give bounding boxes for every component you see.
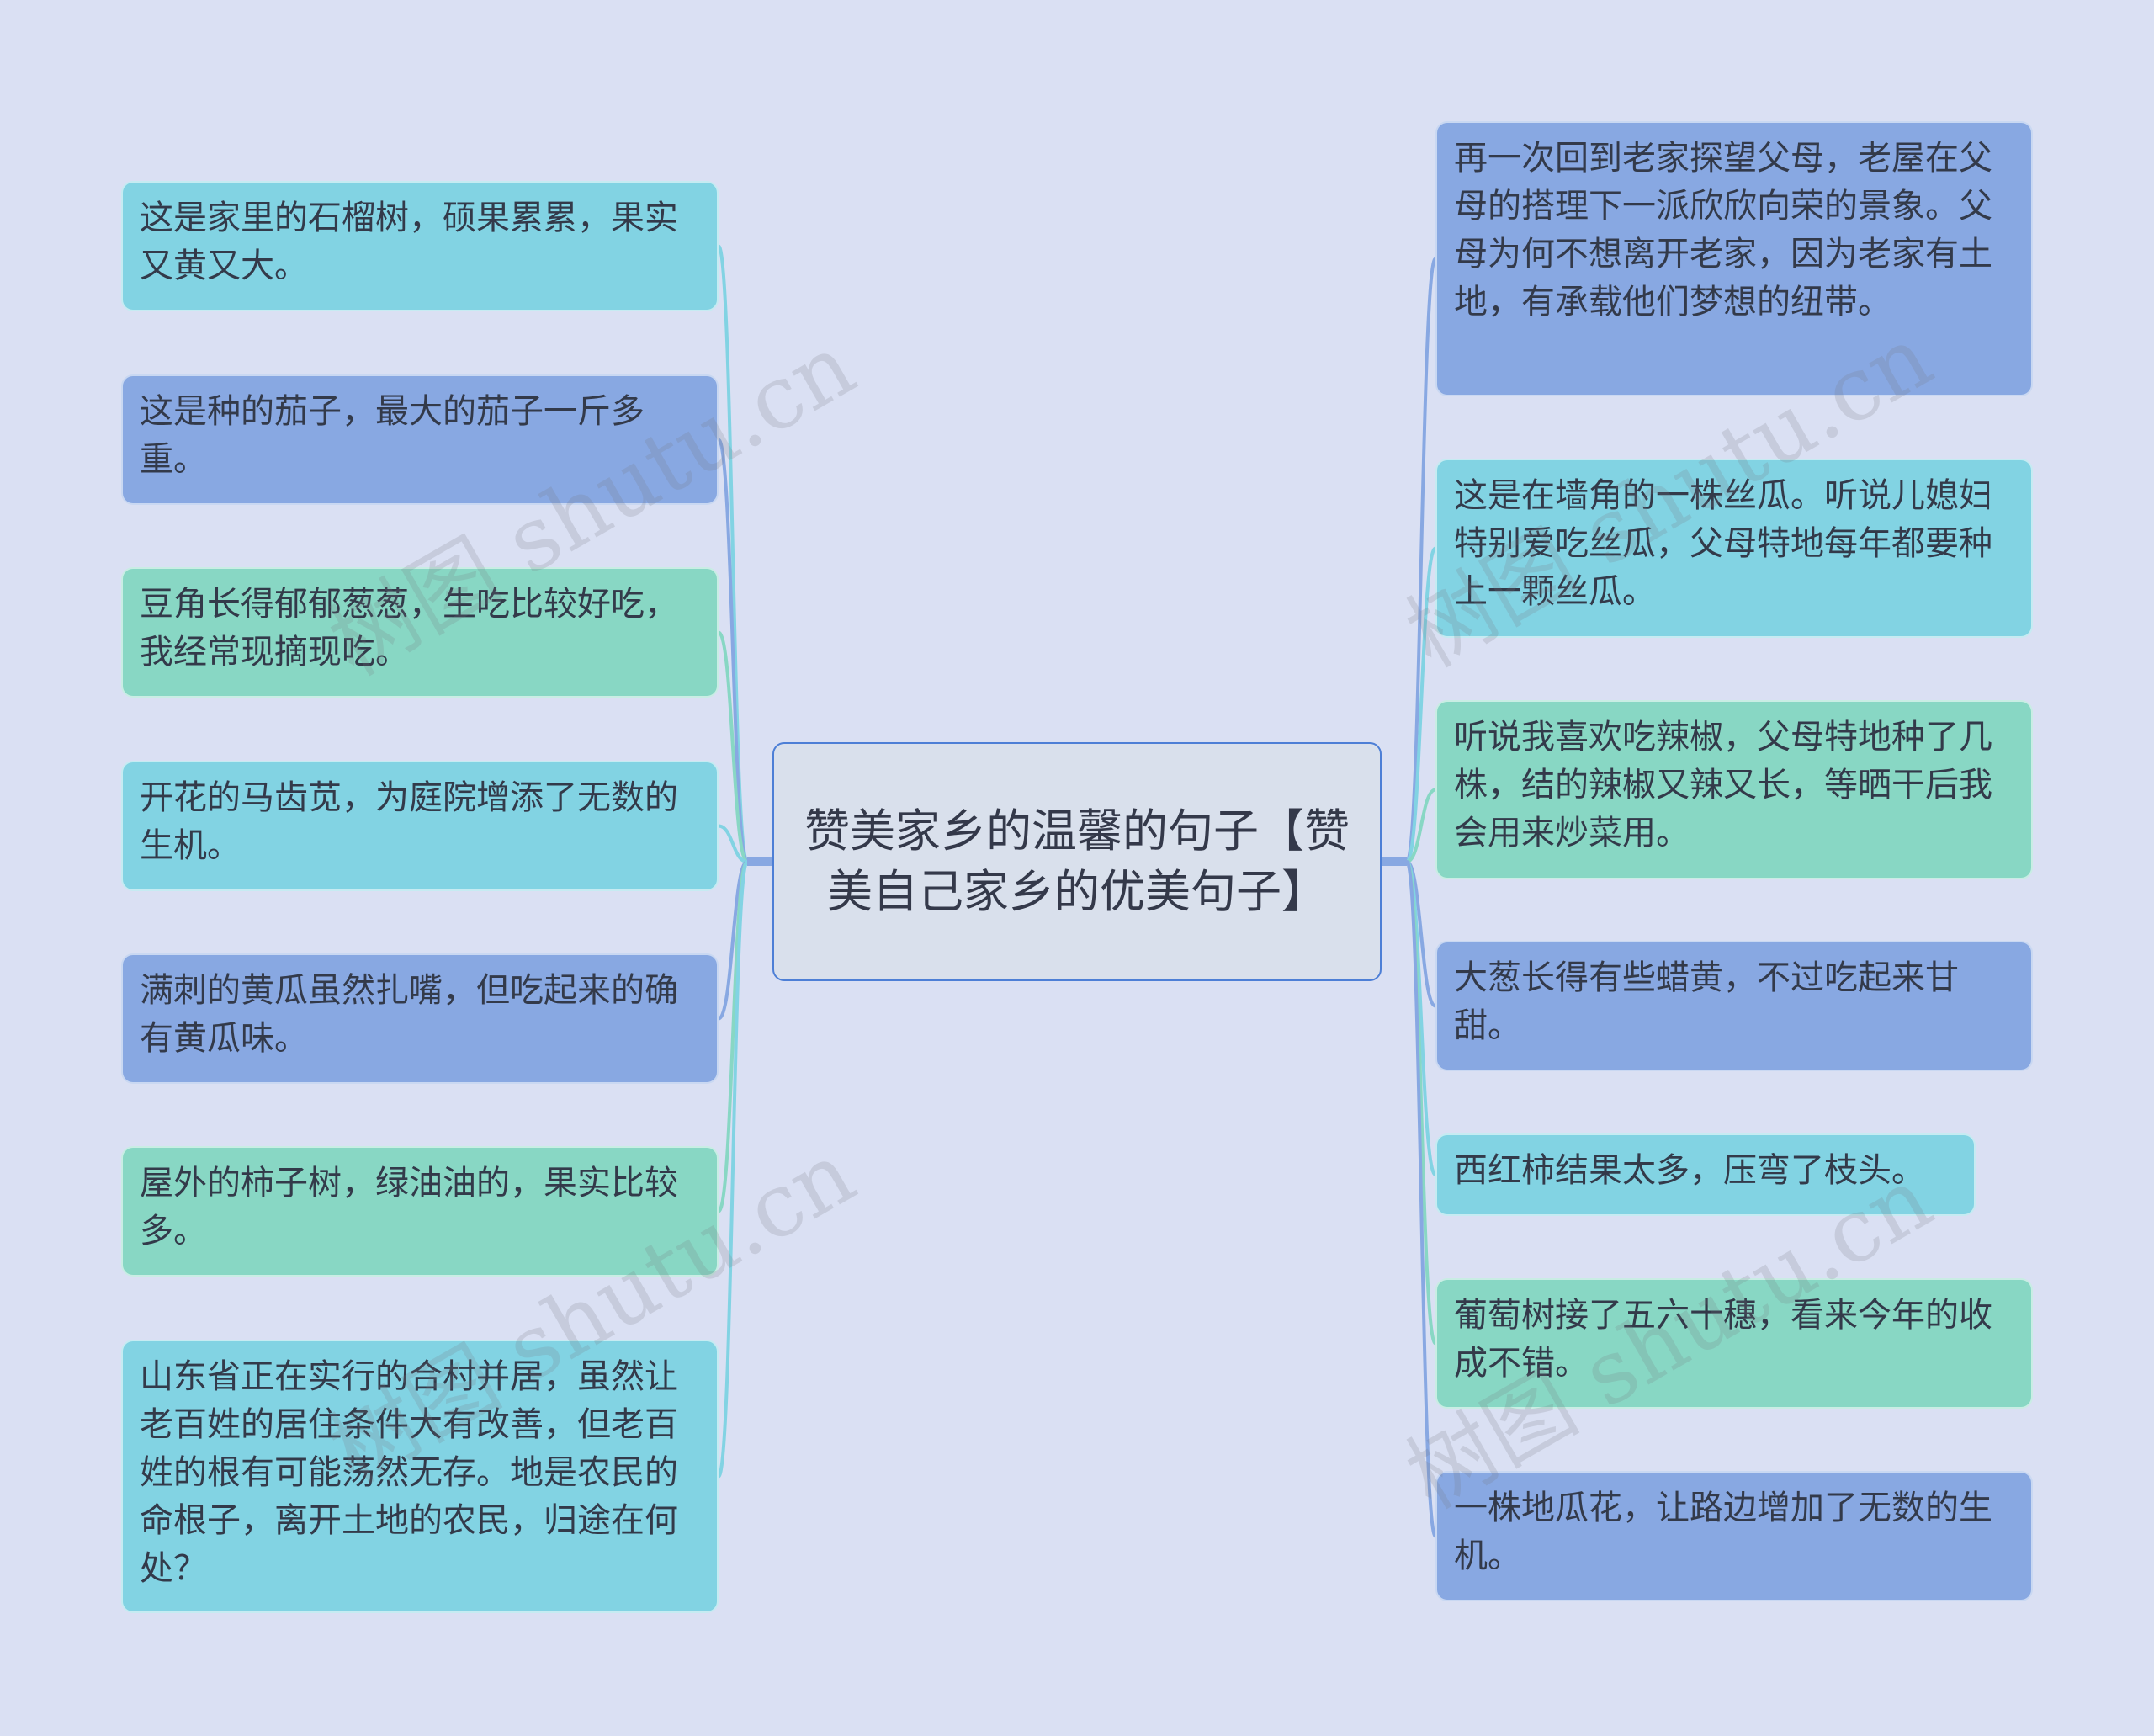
connector-left-3 <box>717 630 749 863</box>
right-node-4[interactable]: 大葱长得有些蜡黄，不过吃起来甘甜。 <box>1435 941 2033 1071</box>
connector-left-2 <box>717 438 749 863</box>
connector-left-7 <box>717 860 749 1479</box>
left-node-2[interactable]: 这是种的茄子，最大的茄子一斤多重。 <box>121 374 719 505</box>
left-node-1[interactable]: 这是家里的石榴树，硕果累累，果实又黄又大。 <box>121 181 719 311</box>
connector-left-4 <box>718 824 748 863</box>
connector-right-7 <box>1405 860 1437 1538</box>
right-node-5[interactable]: 西红柿结果太多，压弯了枝头。 <box>1435 1133 1976 1216</box>
left-node-7[interactable]: 山东省正在实行的合村并居，虽然让老百姓的居住条件大有改善，但老百姓的根有可能荡然… <box>121 1340 719 1613</box>
right-node-1[interactable]: 再一次回到老家探望父母，老屋在父母的搭理下一派欣欣向荣的景象。父母为何不想离开老… <box>1435 121 2033 396</box>
right-node-3[interactable]: 听说我喜欢吃辣椒，父母特地种了几株，结的辣椒又辣又长，等晒干后我会用来炒菜用。 <box>1435 700 2033 879</box>
left-node-5[interactable]: 满刺的黄瓜虽然扎嘴，但吃起来的确有黄瓜味。 <box>121 953 719 1084</box>
right-node-2[interactable]: 这是在墙角的一株丝瓜。听说儿媳妇特别爱吃丝瓜，父母特地每年都要种上一颗丝瓜。 <box>1435 459 2033 638</box>
right-node-6[interactable]: 葡萄树接了五六十穗，看来今年的收成不错。 <box>1435 1278 2033 1409</box>
central-topic[interactable]: 赞美家乡的温馨的句子【赞美自己家乡的优美句子】 <box>772 742 1382 981</box>
connector-right-2 <box>1405 546 1437 863</box>
connector-right-1 <box>1405 257 1437 863</box>
central-topic-label: 赞美家乡的温馨的句子【赞美自己家乡的优美句子】 <box>804 804 1350 918</box>
left-node-3[interactable]: 豆角长得郁郁葱葱，生吃比较好吃，我经常现摘现吃。 <box>121 567 719 698</box>
right-node-7[interactable]: 一株地瓜花，让路边增加了无数的生机。 <box>1435 1471 2033 1601</box>
connector-right-3 <box>1406 788 1436 863</box>
left-node-6[interactable]: 屋外的柿子树，绿油油的，果实比较多。 <box>121 1146 719 1277</box>
left-node-4[interactable]: 开花的马齿苋，为庭院增添了无数的生机。 <box>121 761 719 891</box>
